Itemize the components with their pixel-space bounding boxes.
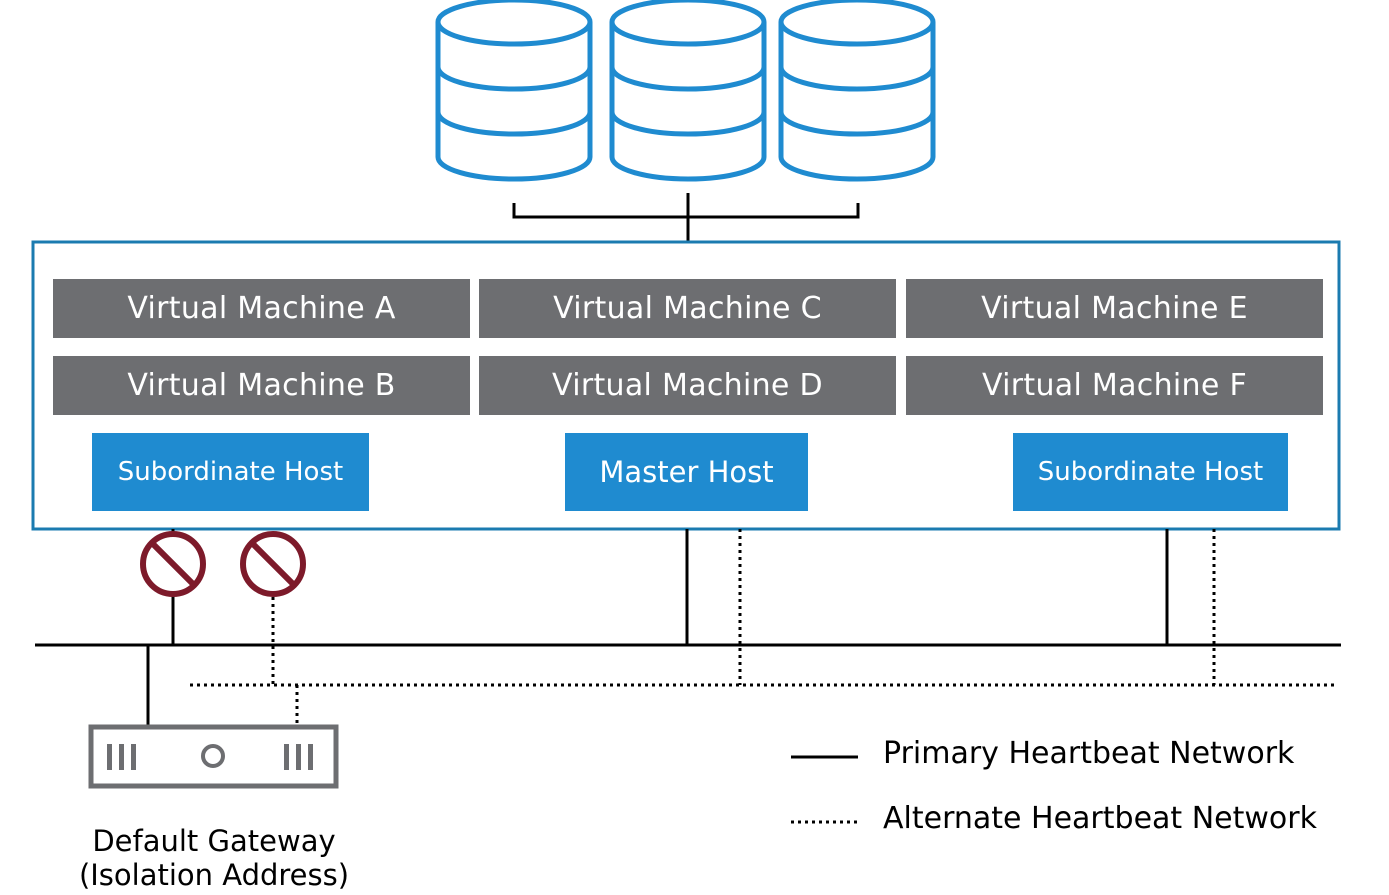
vm-e: Virtual Machine E <box>906 279 1323 338</box>
vm-d: Virtual Machine D <box>479 356 896 415</box>
no-entry-icon <box>240 531 306 597</box>
subordinate-host-left: Subordinate Host <box>92 433 369 511</box>
storage-connector <box>512 193 860 242</box>
storage-group <box>435 0 936 182</box>
router-icon <box>88 724 339 789</box>
vm-a: Virtual Machine A <box>53 279 470 338</box>
vm-c: Virtual Machine C <box>479 279 896 338</box>
database-icon <box>778 0 936 182</box>
alternate-uplinks <box>271 529 1216 725</box>
gateway-label-line1: Default Gateway <box>92 824 336 858</box>
master-host: Master Host <box>565 433 808 511</box>
database-icon <box>609 0 767 182</box>
vm-b: Virtual Machine B <box>53 356 470 415</box>
database-icon <box>435 0 593 182</box>
vm-f: Virtual Machine F <box>906 356 1323 415</box>
legend-alternate-label: Alternate Heartbeat Network <box>883 801 1317 836</box>
no-entry-icon <box>140 531 206 597</box>
gateway-label-line2: (Isolation Address) <box>78 858 350 892</box>
legend-primary-label: Primary Heartbeat Network <box>883 736 1295 771</box>
subordinate-host-right: Subordinate Host <box>1013 433 1288 511</box>
gateway-label: Default Gateway (Isolation Address) <box>44 824 384 892</box>
